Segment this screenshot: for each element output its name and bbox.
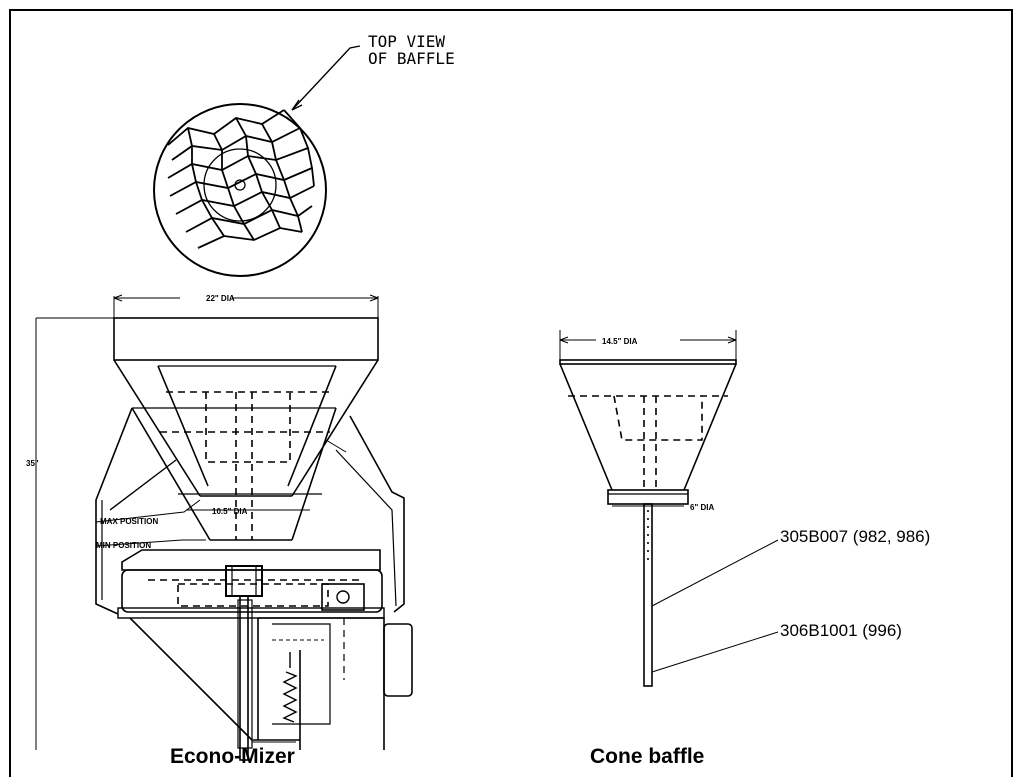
econo-mid-dia: 10.5" DIA bbox=[212, 507, 248, 516]
econo-height: 35" bbox=[26, 459, 39, 468]
cone-top-dia: 14.5" DIA bbox=[602, 337, 638, 346]
baffle-mesh bbox=[167, 109, 315, 249]
baffle-label-line1: TOP VIEW bbox=[368, 32, 445, 51]
cone-bottom-dia: 6" DIA bbox=[690, 503, 714, 512]
econo-mizer-caption: Econo-Mizer bbox=[170, 745, 295, 768]
cone-baffle-drawing bbox=[559, 330, 779, 687]
part-number-a: 305B007 (982, 986) bbox=[780, 527, 930, 546]
baffle-top-view bbox=[153, 45, 361, 277]
part-number-b: 306B1001 (996) bbox=[780, 621, 902, 640]
max-position-label: MAX POSITION bbox=[100, 517, 158, 526]
min-position-label: MIN POSITION bbox=[96, 541, 151, 550]
cone-baffle-caption: Cone baffle bbox=[590, 745, 704, 768]
baffle-label-line2: OF BAFFLE bbox=[368, 49, 455, 68]
econo-top-dia: 22" DIA bbox=[206, 294, 235, 303]
econo-mizer-drawing bbox=[35, 294, 413, 761]
